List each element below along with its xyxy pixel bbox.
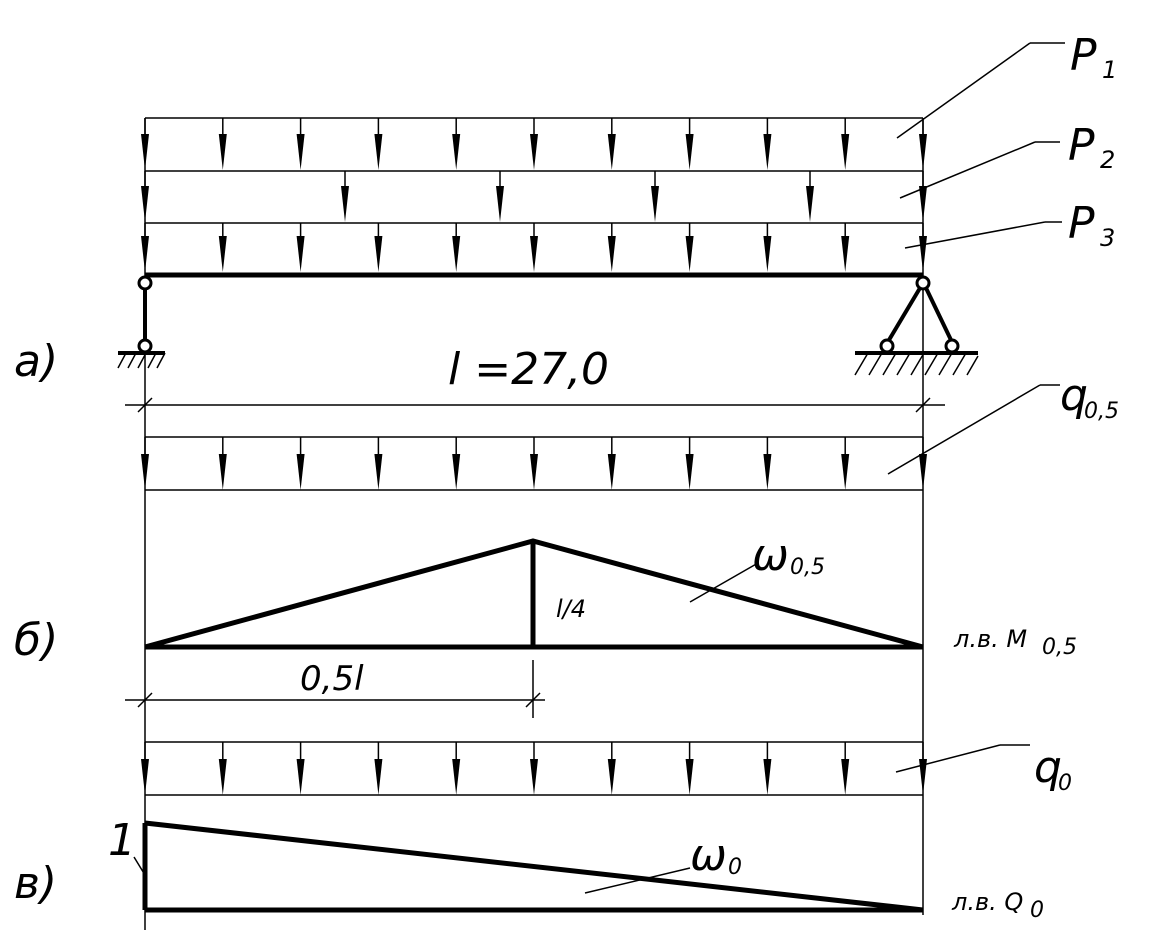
load-arrow-head [841, 236, 850, 272]
left-support [117, 275, 166, 369]
label-P3: P [1068, 198, 1095, 249]
label-omega0: ω [690, 830, 727, 881]
load-arrow-head [141, 236, 149, 272]
load-arrow-head [763, 759, 772, 795]
load-arrow-head [685, 134, 694, 170]
span-dimension [125, 397, 945, 413]
load-arrow-head [530, 236, 538, 272]
load-arrow-head [374, 454, 383, 490]
load-arrow-head [763, 134, 772, 170]
load-arrow-head [919, 759, 927, 795]
load-q05-arrows [141, 437, 927, 490]
right-support [854, 275, 979, 376]
load-arrow-head [919, 236, 927, 272]
load-arrow-head [296, 454, 305, 490]
label-quarter-span: l/4 [556, 595, 586, 623]
load-arrow-head [530, 454, 538, 490]
label-half-span: 0,5l [300, 659, 364, 699]
load-arrow-head [452, 134, 461, 170]
load-arrow-head [607, 236, 616, 272]
load-arrow-head [141, 759, 149, 795]
load-arrow-head [141, 454, 149, 490]
label-P2: P [1068, 120, 1095, 171]
load-arrow-head [530, 134, 538, 170]
load-arrow-head [651, 186, 659, 222]
load-arrow-head [296, 759, 305, 795]
label-lv-M-sub: 0,5 [1042, 635, 1077, 660]
load-arrow-head [763, 236, 772, 272]
label-part-a: а) [14, 336, 58, 387]
load-arrow-head [919, 186, 927, 222]
load-arrow-head [841, 454, 850, 490]
label-lv-M: л.в. M [953, 625, 1027, 653]
half-span-dimension [125, 660, 545, 718]
load-arrow-head [763, 454, 772, 490]
label-omega05-sub: 0,5 [790, 555, 825, 580]
load-arrow-head [452, 236, 461, 272]
load-q0-arrows [141, 742, 927, 795]
label-part-b: б) [14, 615, 58, 666]
load-arrow-head [141, 134, 149, 170]
load-P3-arrows [141, 223, 927, 272]
label-omega05: ω [752, 530, 789, 581]
load-arrow-head [806, 186, 814, 222]
load-arrow-head [218, 454, 227, 490]
load-arrow-head [218, 759, 227, 795]
load-arrow-head [919, 134, 927, 170]
label-part-c: в) [14, 858, 57, 909]
label-q0-sub: 0 [1058, 771, 1072, 796]
label-omega0-sub: 0 [728, 855, 742, 880]
label-lv-Q: л.в. Q [951, 888, 1023, 916]
load-arrow-head [685, 454, 694, 490]
label-P1: P [1070, 30, 1097, 81]
load-P1-arrows [141, 118, 927, 170]
label-q0: q [1034, 742, 1062, 793]
load-arrow-head [607, 759, 616, 795]
load-arrow-head [530, 759, 538, 795]
load-arrow-head [496, 186, 504, 222]
load-arrow-head [452, 759, 461, 795]
leader-lines [133, 42, 1065, 894]
label-lv-Q-sub: 0 [1030, 898, 1044, 923]
load-arrow-head [607, 134, 616, 170]
label-P2-sub: 2 [1100, 146, 1115, 174]
influence-line-M05 [144, 538, 924, 650]
label-q05-sub: 0,5 [1084, 399, 1119, 424]
load-arrow-head [296, 236, 305, 272]
influence-line-Q0 [142, 820, 924, 913]
load-arrow-head [218, 236, 227, 272]
load-arrow-head [341, 186, 349, 222]
load-arrow-head [685, 759, 694, 795]
load-arrow-head [218, 134, 227, 170]
load-arrow-head [919, 454, 927, 490]
label-P1-sub: 1 [1102, 56, 1117, 84]
load-arrow-head [841, 759, 850, 795]
load-arrow-head [296, 134, 305, 170]
load-arrow-head [452, 454, 461, 490]
label-span: l =27,0 [448, 344, 609, 395]
load-arrow-head [374, 236, 383, 272]
label-q05: q [1060, 370, 1088, 421]
load-arrow-head [374, 759, 383, 795]
label-P3-sub: 3 [1100, 224, 1115, 252]
load-arrow-head [374, 134, 383, 170]
load-arrow-head [685, 236, 694, 272]
load-P2-arrows [141, 171, 927, 222]
load-arrow-head [607, 454, 616, 490]
label-ordinate-one: 1 [108, 815, 136, 866]
load-arrow-head [841, 134, 850, 170]
load-arrow-head [141, 186, 149, 222]
